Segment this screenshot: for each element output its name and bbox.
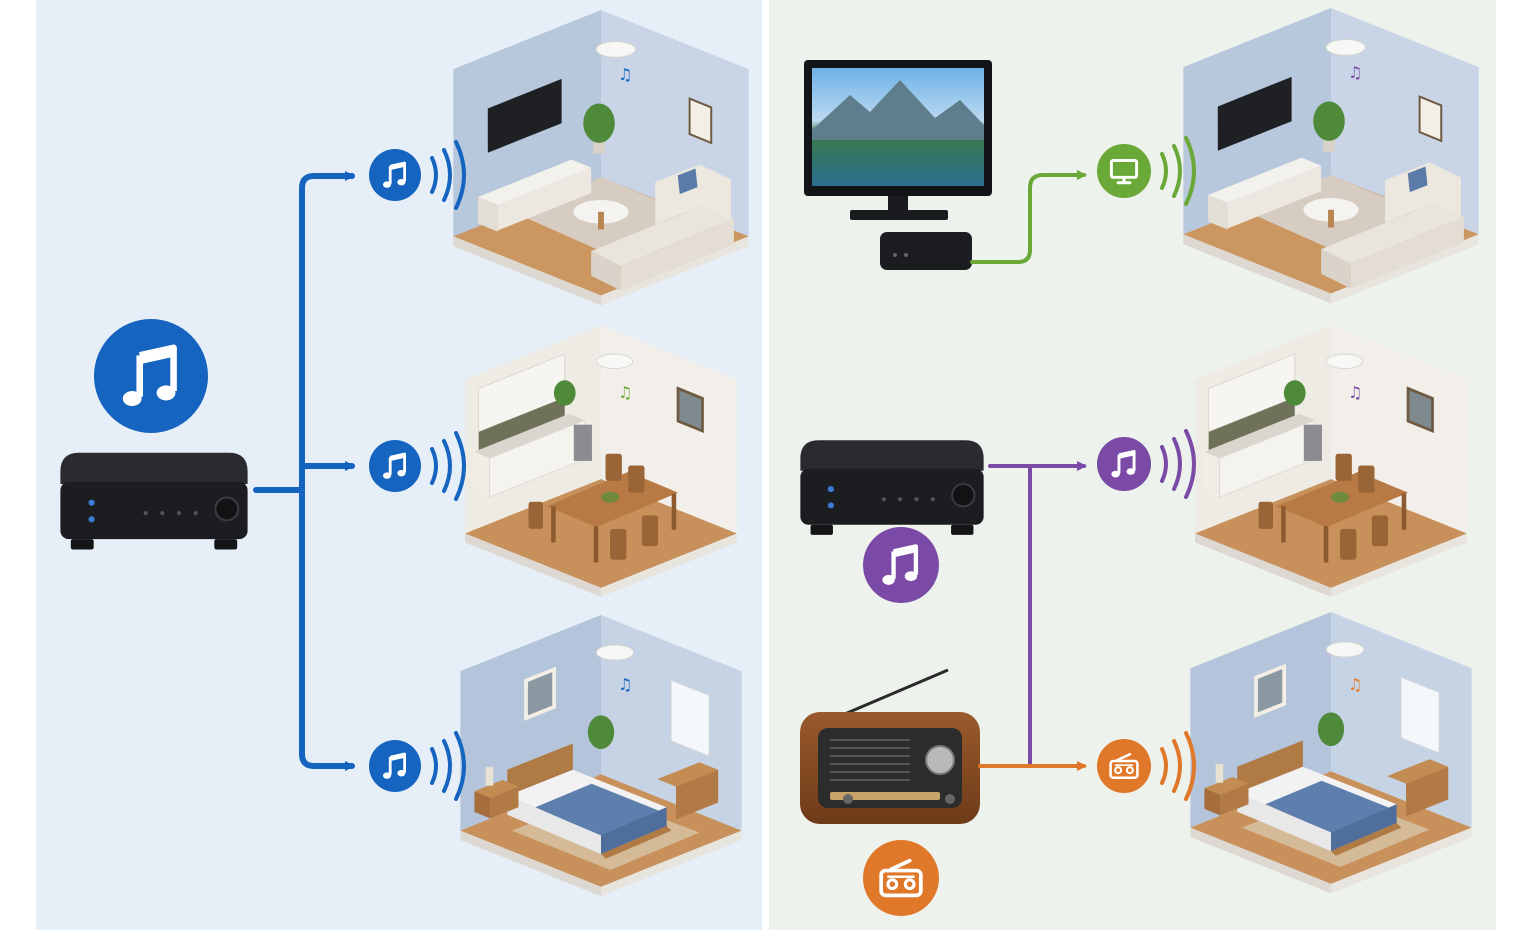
left-diagram: ♫ ♫ ♫ [59, 10, 750, 899]
sound-waves-icon [1160, 731, 1196, 801]
kitchen-dining-room [463, 325, 739, 599]
source-radio-badge [863, 840, 939, 916]
right-diagram: ♫ ♫ ♫ [799, 8, 1480, 916]
audio-streamer-device[interactable] [799, 439, 985, 536]
ceiling-note-icon: ♫ [1348, 675, 1362, 694]
tv-streamer-box[interactable] [880, 232, 972, 270]
zone-badge-kitchen [1097, 429, 1196, 499]
purple-connector [988, 461, 1087, 768]
ceiling-note-icon: ♫ [1348, 63, 1362, 82]
sound-waves-icon [1160, 429, 1196, 499]
bedroom [1188, 612, 1474, 896]
bedroom [458, 615, 744, 899]
zone-badge-living [369, 140, 466, 210]
ceiling-note-icon: ♫ [618, 65, 632, 84]
zone-badge-bedroom [369, 731, 466, 801]
zone-badge-living [1097, 136, 1196, 206]
sound-waves-icon [430, 731, 466, 801]
source-music-badge [863, 527, 939, 603]
sound-waves-icon [1160, 136, 1196, 206]
zone-badge-bedroom [1097, 731, 1196, 801]
sound-waves-icon [430, 431, 466, 501]
ceiling-note-icon: ♫ [618, 675, 632, 694]
zone-badge-kitchen [369, 431, 466, 501]
green-connector [970, 170, 1087, 264]
living-room [452, 10, 750, 307]
television-device[interactable] [804, 60, 992, 220]
source-music-badge [94, 319, 208, 433]
sound-waves-icon [430, 140, 466, 210]
ceiling-note-icon: ♫ [618, 383, 632, 402]
tv-mountains [812, 80, 984, 140]
ceiling-note-icon: ♫ [1348, 383, 1362, 402]
kitchen-dining-room [1193, 325, 1469, 599]
retro-radio-device[interactable] [800, 668, 980, 824]
audio-streamer-device[interactable] [59, 451, 249, 551]
living-room [1182, 8, 1480, 305]
blue-connector [253, 171, 355, 771]
